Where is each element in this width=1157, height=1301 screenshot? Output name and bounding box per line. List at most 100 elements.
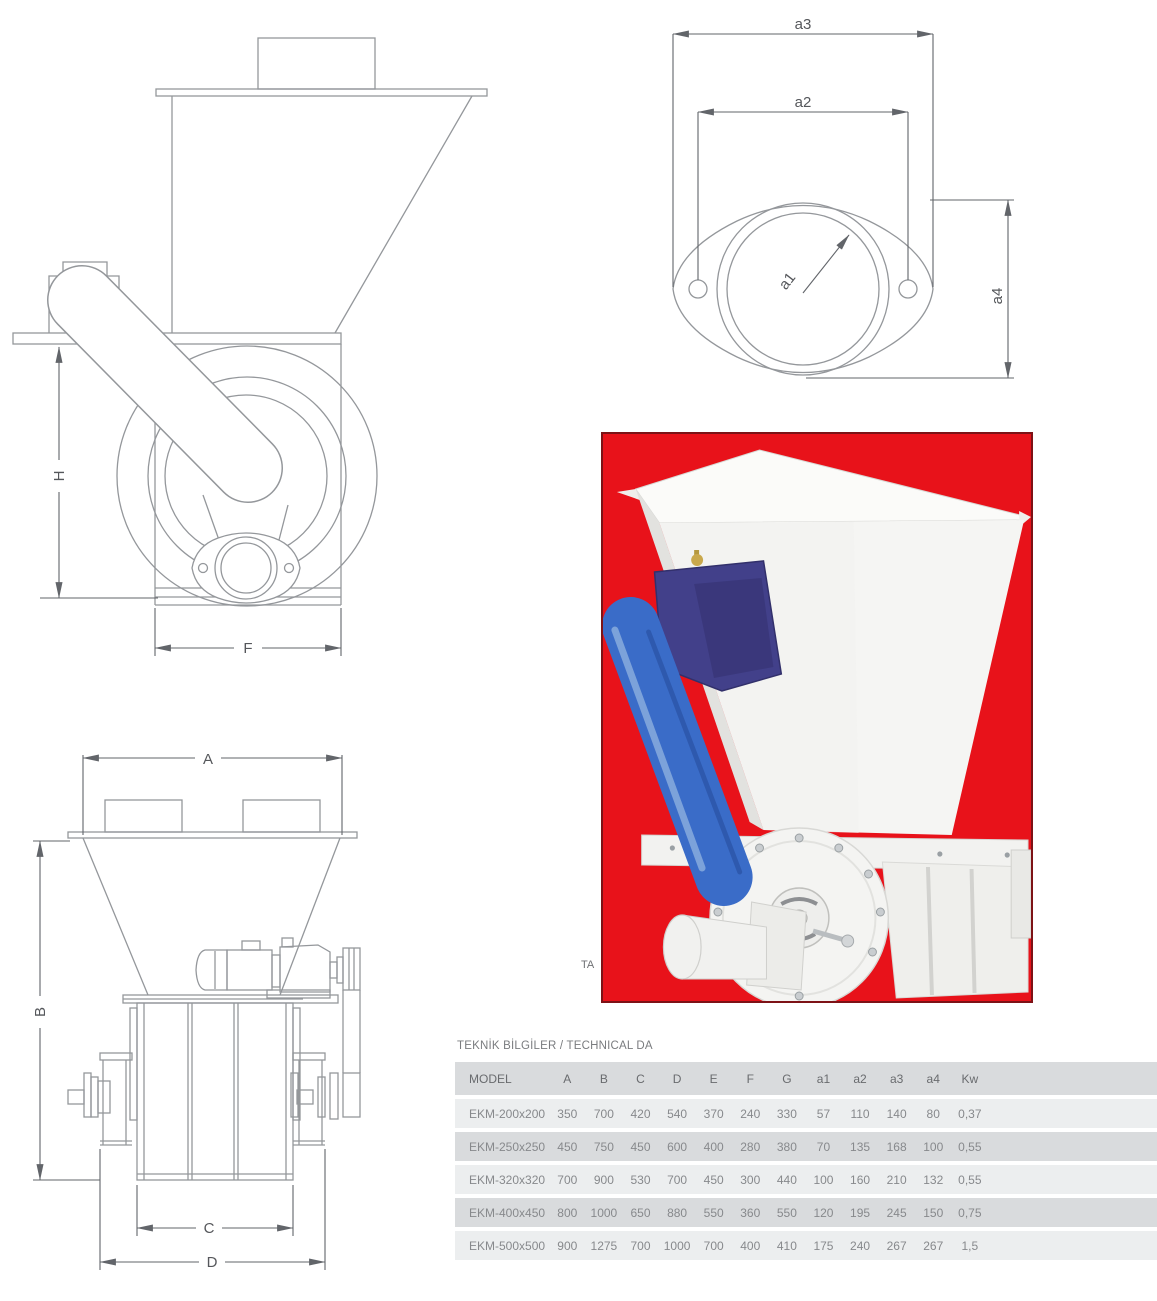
row-filler: [988, 1099, 1157, 1128]
dimension-c: C: [136, 1185, 294, 1237]
dim-label-a3: a3: [795, 16, 812, 33]
value-cell: 370: [695, 1099, 732, 1128]
header-cell: a4: [914, 1062, 952, 1095]
model-cell: EKM-500x500: [455, 1231, 549, 1260]
value-cell: 600: [658, 1132, 696, 1161]
value-cell: 880: [658, 1198, 696, 1227]
value-cell: 175: [805, 1231, 842, 1260]
side-view-drawing: H F: [12, 37, 488, 657]
value-cell: 240: [841, 1231, 879, 1260]
dimension-f: F: [154, 608, 342, 657]
dimension-a3: a3: [672, 16, 934, 287]
value-cell: 267: [914, 1231, 952, 1260]
value-cell: 195: [841, 1198, 879, 1227]
value-cell: 380: [768, 1132, 806, 1161]
table-title: TEKNİK BİLGİLER / TECHNICAL DA: [457, 1040, 653, 1052]
header-cell: E: [695, 1062, 732, 1095]
value-cell: 360: [731, 1198, 769, 1227]
value-cell: 700: [658, 1165, 696, 1194]
value-cell: 140: [878, 1099, 915, 1128]
row-filler: [988, 1231, 1157, 1260]
front-view-machine: [67, 799, 361, 1181]
value-cell: 210: [878, 1165, 915, 1194]
model-cell: EKM-250x250: [455, 1132, 549, 1161]
value-cell: 1000: [658, 1231, 696, 1260]
value-cell: 0,55: [951, 1132, 989, 1161]
value-cell: 120: [805, 1198, 842, 1227]
value-cell: 57: [805, 1099, 842, 1128]
dimension-h: H: [40, 346, 158, 599]
photo-caption: TA: [581, 959, 595, 971]
product-photo-illustration: [603, 449, 1031, 1001]
value-cell: 267: [878, 1231, 915, 1260]
value-cell: 0,55: [951, 1165, 989, 1194]
value-cell: 650: [622, 1198, 659, 1227]
dim-label-a1: a1: [776, 269, 800, 293]
value-cell: 550: [695, 1198, 732, 1227]
value-cell: 240: [731, 1099, 769, 1128]
value-cell: 0,37: [951, 1099, 989, 1128]
value-cell: 0,75: [951, 1198, 989, 1227]
value-cell: 70: [805, 1132, 842, 1161]
row-filler: [988, 1198, 1157, 1227]
header-cell: B: [585, 1062, 623, 1095]
value-cell: 400: [731, 1231, 769, 1260]
dim-label-c: C: [204, 1220, 215, 1237]
header-cell: Kw: [951, 1062, 989, 1095]
value-cell: 300: [731, 1165, 769, 1194]
value-cell: 168: [878, 1132, 915, 1161]
header-cell: F: [731, 1062, 769, 1095]
dim-label-a2: a2: [795, 94, 812, 111]
header-cell: C: [622, 1062, 659, 1095]
product-photo: [601, 432, 1033, 1003]
dim-label-h: H: [51, 471, 68, 482]
row-filler: [988, 1165, 1157, 1194]
value-cell: 100: [805, 1165, 842, 1194]
value-cell: 700: [695, 1231, 732, 1260]
value-cell: 132: [914, 1165, 952, 1194]
photo-motor: [653, 550, 783, 692]
dim-label-d: D: [207, 1254, 218, 1271]
flange-outline: [672, 202, 934, 376]
value-cell: 540: [658, 1099, 696, 1128]
value-cell: 410: [768, 1231, 806, 1260]
value-cell: 900: [585, 1165, 623, 1194]
value-cell: 700: [585, 1099, 623, 1128]
header-cell: a2: [841, 1062, 879, 1095]
dim-label-b: B: [32, 1007, 49, 1017]
row-filler: [988, 1132, 1157, 1161]
dim-label-f: F: [243, 640, 252, 657]
header-cell-model: MODEL: [455, 1062, 549, 1095]
value-cell: 440: [768, 1165, 806, 1194]
value-cell: 1000: [585, 1198, 623, 1227]
header-cell: a1: [805, 1062, 842, 1095]
front-right-pedestal: [292, 1052, 326, 1146]
value-cell: 245: [878, 1198, 915, 1227]
value-cell: 450: [622, 1132, 659, 1161]
value-cell: 400: [695, 1132, 732, 1161]
value-cell: 330: [768, 1099, 806, 1128]
dimension-a: A: [82, 749, 343, 835]
header-filler: [988, 1062, 1157, 1095]
dimension-a4: a4: [806, 199, 1014, 379]
value-cell: 450: [549, 1132, 586, 1161]
value-cell: 750: [585, 1132, 623, 1161]
value-cell: 1,5: [951, 1231, 989, 1260]
dim-label-a: A: [203, 751, 213, 768]
drive-arm: [47, 265, 283, 503]
value-cell: 280: [731, 1132, 769, 1161]
model-cell: EKM-320x320: [455, 1165, 549, 1194]
dimension-a1: a1: [776, 234, 850, 294]
value-cell: 900: [549, 1231, 586, 1260]
value-cell: 80: [914, 1099, 952, 1128]
photo-valve-body: [881, 861, 1029, 999]
value-cell: 350: [549, 1099, 586, 1128]
photo-belt-guard: [603, 597, 753, 906]
